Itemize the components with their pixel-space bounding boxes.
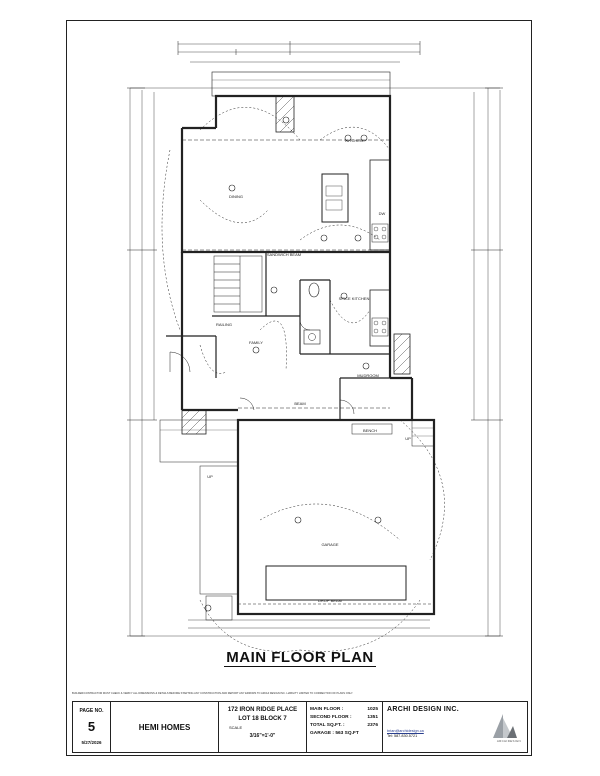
client-cell: HEMI HOMES	[111, 702, 219, 752]
area-row: MAIN FLOOR :1025	[310, 707, 378, 712]
page-info-cell: PAGE NO. 5 5/27/2026	[73, 702, 111, 752]
label-railing: RAILING	[216, 322, 232, 327]
disclaimer-text: BUILDER/CONTRACTOR MUST CHECK & VERIFY A…	[72, 692, 353, 695]
sheet-border	[66, 20, 532, 756]
label-up-entry: UP	[207, 474, 213, 479]
address-line-1: 172 IRON RIDGE PLACE	[227, 707, 298, 713]
title-block: PAGE NO. 5 5/27/2026 HEMI HOMES 172 IRON…	[72, 701, 528, 753]
firm-logo-text: ARCHIDESIGN	[496, 739, 521, 743]
drawing-date: 5/27/2026	[81, 740, 102, 745]
page-number: 5	[87, 719, 96, 734]
area-cell: MAIN FLOOR :1025 SECOND FLOOR :1351 TOTA…	[307, 702, 383, 752]
room-label-family: FAMILY	[249, 340, 263, 345]
scale-value: 3/16"=1'-0"	[249, 733, 276, 739]
area-row: SECOND FLOOR :1351	[310, 715, 378, 720]
page-number-label: PAGE NO.	[79, 708, 104, 714]
room-label-dining: DINING	[229, 194, 243, 199]
firm-phone: Tel: 587.830.5721	[387, 734, 418, 738]
label-drop-beam: DROP BEAM	[318, 598, 342, 603]
address-line-2: LOT 18 BLOCK 7	[238, 716, 287, 722]
archidesign-logo-icon	[493, 714, 517, 738]
room-label-mudroom: MUDROOM	[357, 373, 379, 378]
dimension-lines	[129, 43, 501, 637]
label-sandwich-beam: SANDWICH BEAM	[267, 252, 301, 257]
room-label-garage: GARAGE	[321, 542, 338, 547]
room-label-kitchen: KITCHEN	[345, 138, 363, 143]
firm-cell: ARCHI DESIGN INC. brian@archidesign.ca T…	[383, 702, 527, 752]
label-beam: BEAM	[294, 401, 305, 406]
area-row: TOTAL SQ.FT. :2376	[310, 723, 378, 728]
room-label-spice-kitchen: SPICE KITCHEN	[339, 296, 370, 301]
firm-name: ARCHI DESIGN INC.	[387, 706, 459, 713]
scale-label: SCALE	[229, 725, 243, 730]
room-label-bench: BENCH	[363, 428, 377, 433]
firm-email-link[interactable]: brian@archidesign.ca	[387, 729, 424, 733]
label-up-garage: UP	[405, 436, 411, 441]
label-dw: DW	[379, 211, 386, 216]
address-cell: 172 IRON RIDGE PLACE LOT 18 BLOCK 7 SCAL…	[219, 702, 307, 752]
client-name: HEMI HOMES	[138, 722, 191, 732]
area-row: GARAGE : 563 SQ.FT	[310, 731, 359, 736]
plan-title: MAIN FLOOR PLAN	[224, 649, 376, 667]
